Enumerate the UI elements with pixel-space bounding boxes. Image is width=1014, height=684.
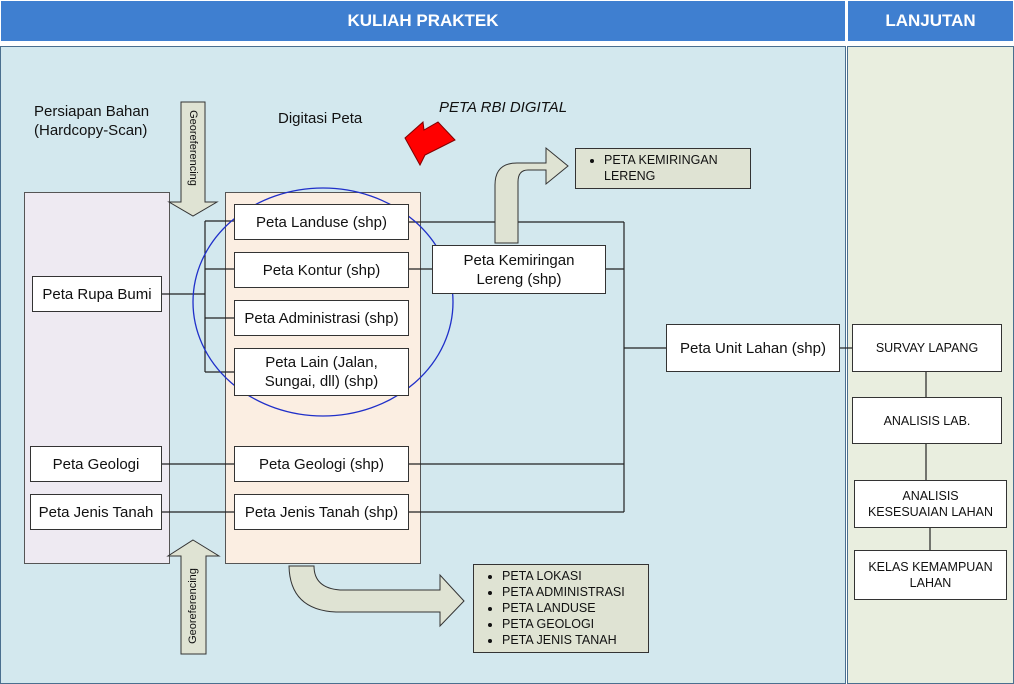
- georeferencing-bottom-arrow: [166, 539, 221, 655]
- highlight-circle: [192, 187, 454, 417]
- peta-kemiringan-lereng-line2: Lereng (shp): [476, 270, 562, 288]
- curved-arrow-kemiringan: [494, 146, 569, 244]
- digital-peta-kontur: Peta Kontur (shp): [234, 252, 409, 288]
- peta-unit-lahan: Peta Unit Lahan (shp): [666, 324, 840, 372]
- header-lanjutan: LANJUTAN: [847, 0, 1014, 42]
- analisis-kesesuaian-line1: ANALISIS: [902, 489, 959, 503]
- georeferencing-top-label: Georeferencing: [187, 110, 199, 186]
- digital-peta-administrasi: Peta Administrasi (shp): [234, 300, 409, 336]
- red-highlight-arrow: [404, 120, 456, 167]
- kelas-kemampuan-line1: KELAS KEMAMPUAN: [868, 560, 993, 574]
- output-top-item: PETA KEMIRINGAN LERENG: [604, 152, 744, 184]
- georeferencing-top-arrow: [167, 101, 219, 217]
- peta-unit-lahan-label: Peta Unit Lahan (shp): [680, 339, 826, 357]
- analisis-lab-box: ANALISIS LAB.: [852, 397, 1002, 444]
- survay-lapang-label: SURVAY LAPANG: [875, 341, 979, 355]
- source-peta-rupa-bumi-label: Peta Rupa Bumi: [42, 285, 152, 303]
- analisis-lab-label: ANALISIS LAB.: [883, 413, 971, 428]
- digital-peta-geologi-label: Peta Geologi (shp): [258, 455, 385, 473]
- digital-peta-geologi: Peta Geologi (shp): [234, 446, 409, 482]
- curved-arrow-output-maps: [288, 565, 465, 628]
- kelas-kemampuan-line2: LAHAN: [909, 576, 952, 590]
- digitasi-peta-label: Digitasi Peta: [278, 110, 363, 127]
- source-peta-geologi-label: Peta Geologi: [52, 455, 140, 473]
- persiapan-bahan-label: Persiapan Bahan (Hardcopy-Scan): [34, 102, 149, 140]
- output-bottom-item: PETA JENIS TANAH: [502, 632, 642, 648]
- digital-peta-lain-line1: Peta Lain (Jalan,: [265, 354, 378, 371]
- analisis-kesesuaian-line2: KESESUAIAN LAHAN: [867, 505, 994, 519]
- digital-peta-administrasi-label: Peta Administrasi (shp): [244, 309, 399, 327]
- output-bottom-item: PETA LOKASI: [502, 568, 642, 584]
- survay-lapang-box: SURVAY LAPANG: [852, 324, 1002, 372]
- peta-kemiringan-lereng: Peta Kemiringan Lereng (shp): [432, 245, 606, 294]
- digital-peta-kontur-label: Peta Kontur (shp): [262, 261, 381, 279]
- header-lanjutan-title: LANJUTAN: [885, 11, 976, 30]
- header-kuliah-praktek-title: KULIAH PRAKTEK: [347, 11, 499, 30]
- digital-peta-jenis-tanah: Peta Jenis Tanah (shp): [234, 494, 409, 530]
- source-peta-jenis-tanah-label: Peta Jenis Tanah: [38, 503, 154, 521]
- output-bottom-list: PETA LOKASI PETA ADMINISTRASI PETA LANDU…: [473, 564, 649, 653]
- digital-peta-lain-line2: Sungai, dll) (shp): [264, 373, 379, 390]
- output-bottom-item: PETA LANDUSE: [502, 600, 642, 616]
- digital-peta-jenis-tanah-label: Peta Jenis Tanah (shp): [244, 503, 399, 521]
- digital-peta-landuse-label: Peta Landuse (shp): [256, 213, 387, 231]
- output-bottom-item: PETA GEOLOGI: [502, 616, 642, 632]
- kelas-kemampuan-box: KELAS KEMAMPUAN LAHAN: [854, 550, 1007, 600]
- source-peta-rupa-bumi: Peta Rupa Bumi: [32, 276, 162, 312]
- peta-rbi-digital-label: PETA RBI DIGITAL: [439, 99, 568, 116]
- persiapan-bahan-line1: Persiapan Bahan: [34, 103, 150, 120]
- header-kuliah-praktek: KULIAH PRAKTEK: [0, 0, 846, 42]
- digital-peta-landuse: Peta Landuse (shp): [234, 204, 409, 240]
- digital-peta-lain: Peta Lain (Jalan, Sungai, dll) (shp): [234, 348, 409, 396]
- georeferencing-bottom-label: Georeferencing: [187, 568, 199, 644]
- output-bottom-item: PETA ADMINISTRASI: [502, 584, 642, 600]
- analisis-kesesuaian-box: ANALISIS KESESUAIAN LAHAN: [854, 480, 1007, 528]
- source-peta-jenis-tanah: Peta Jenis Tanah: [30, 494, 162, 530]
- source-peta-geologi: Peta Geologi: [30, 446, 162, 482]
- output-top-list: PETA KEMIRINGAN LERENG: [575, 148, 751, 189]
- persiapan-bahan-line2: (Hardcopy-Scan): [34, 122, 148, 139]
- peta-kemiringan-lereng-line1: Peta Kemiringan: [463, 251, 575, 269]
